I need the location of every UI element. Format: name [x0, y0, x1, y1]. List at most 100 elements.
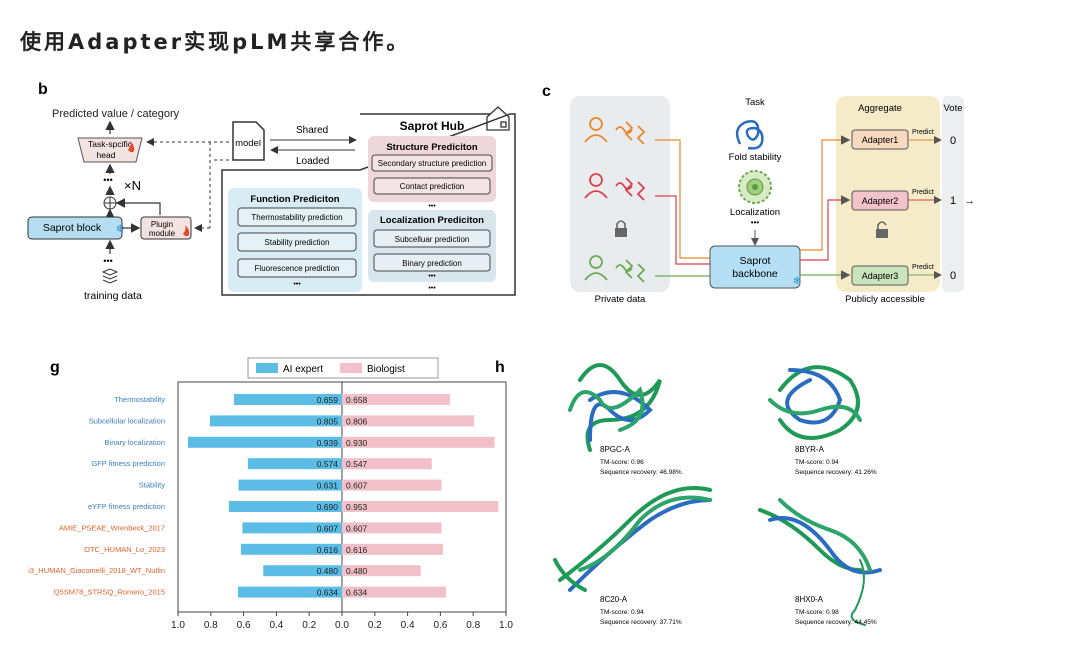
bar-ai-expert [238, 479, 342, 491]
aggregate-label: Aggregate [858, 103, 902, 114]
structure-item-label: Secondary structure prediction [378, 159, 487, 168]
function-title: Function Prediciton [250, 194, 339, 205]
protein-id: 8HX0-A [795, 595, 824, 604]
bar-ai-expert [242, 522, 342, 534]
function-item [237, 232, 357, 252]
legend-swatch-ai [256, 363, 278, 373]
fire-icon [183, 225, 190, 237]
private-data-label: Private data [595, 294, 646, 305]
home-icon [486, 106, 510, 131]
panel-b-letter: b [38, 81, 48, 98]
loaded-label: Loaded [296, 156, 329, 167]
private-data-area [570, 96, 670, 292]
vote-value: 0 [950, 135, 956, 147]
category-label: Stability [139, 481, 166, 490]
bar-ai-expert [238, 586, 342, 598]
plugin-line2: module [149, 229, 176, 238]
bar-biologist [342, 565, 421, 577]
snowflake-icon: ✻ [793, 276, 801, 287]
data-label-ai-expert: 0.616 [317, 545, 339, 555]
bar-ai-expert [233, 394, 342, 405]
data-label-ai-expert: 0.634 [317, 588, 339, 598]
fold-stability-label: Fold stability [729, 152, 782, 163]
data-label-ai-expert: 0.659 [317, 395, 339, 405]
saprot-block-label: Saprot block [43, 222, 102, 234]
structure-item [373, 177, 491, 195]
category-label: eYFP fitness prediction [88, 502, 165, 511]
protein-structure-8pgc [568, 363, 662, 452]
task-head-line2: head [97, 150, 116, 160]
vote-area [942, 96, 964, 292]
panel-g-letter: g [50, 359, 60, 376]
protein-recovery: Sequence recovery: 41.26% [795, 469, 877, 476]
protein-recovery: Sequence recovery: 44.45% [795, 619, 877, 626]
function-item [237, 258, 357, 278]
bar-biologist [342, 479, 442, 491]
panel-h-letter: h [495, 359, 505, 376]
structure-item [371, 154, 493, 172]
model-label: model [235, 138, 261, 149]
panel-c-letter: c [542, 83, 551, 100]
svg-text:•••: ••• [103, 175, 112, 185]
bar-biologist [342, 501, 499, 512]
localization-title: Localization Prediciton [380, 215, 484, 226]
protein-id: 8C20-A [600, 595, 628, 604]
ellipsis: ••• [428, 285, 436, 292]
panel-b: b Predicted value / category Task-spcifi… [27, 81, 516, 302]
data-label-ai-expert: 0.574 [317, 459, 339, 469]
data-label-biologist: 0.547 [346, 459, 368, 469]
localization-label: Localization [730, 207, 780, 218]
data-label-ai-expert: 0.607 [317, 523, 339, 533]
x-tick-label: 0.8 [204, 620, 218, 631]
protein-structure-8hx0 [758, 498, 882, 626]
svg-text:•••: ••• [103, 256, 112, 266]
backbone-line2: backbone [732, 268, 778, 280]
vote-value: 0 [950, 270, 956, 282]
task-head-box [77, 137, 143, 163]
structure-item-label: Contact prediction [400, 182, 464, 191]
data-label-ai-expert: 0.690 [317, 502, 339, 512]
bar-ai-expert [209, 415, 342, 427]
fold-stability-icon [735, 120, 764, 150]
x-tick-label: 1.0 [499, 620, 513, 631]
protein-recovery: Sequence recovery: 46.98% [600, 469, 682, 476]
structure-title: Structure Prediciton [386, 142, 478, 153]
localization-icon [738, 170, 772, 204]
ellipsis: ••• [428, 273, 436, 280]
x-tick-label: 0.6 [237, 620, 251, 631]
protein-id: 8PGC-A [600, 445, 630, 454]
bar-ai-expert [247, 458, 342, 470]
task-head-line1: Task-spcific [88, 139, 133, 149]
bar-biologist [342, 458, 432, 470]
predicted-label: Predicted value / category [52, 108, 180, 120]
protein-recovery: Sequence recovery: 37.71% [600, 619, 682, 626]
protein-tm: TM-score: 0.98 [795, 609, 839, 616]
layers-icon [101, 268, 119, 284]
plugin-module-box [140, 216, 192, 240]
saprot-backbone-box [709, 245, 801, 289]
protein-structure-8byr [768, 365, 862, 440]
protein-structure-8c20 [553, 486, 712, 592]
vote-label: Vote [943, 103, 962, 114]
task-label: Task [745, 97, 765, 108]
bar-biologist [342, 522, 442, 534]
publicly-accessible-label: Publicly accessible [845, 294, 925, 305]
data-label-ai-expert: 0.631 [317, 481, 339, 491]
snowflake-icon: ✻ [116, 224, 124, 235]
protein-tm: TM-score: 0.96 [600, 459, 644, 466]
x-tick-label: 0.6 [433, 620, 447, 631]
ellipsis: ••• [293, 281, 301, 288]
shared-label: Shared [296, 125, 328, 136]
localization-item-label: Binary prediction [402, 259, 462, 268]
x-tick-label: 0.2 [302, 620, 316, 631]
localization-item-label: Subcelluar prediction [395, 235, 470, 244]
bar-biologist [342, 394, 450, 405]
x-tick-label: 0.0 [335, 620, 349, 631]
bar-biologist [342, 436, 495, 448]
panel-c: c Aggregate Vote Task Private data Fold … [542, 83, 975, 305]
panel-h: 8PGC-A TM-score: 0.96 Sequence recovery:… [553, 363, 882, 626]
bar-biologist [342, 543, 444, 555]
user-icon-orange [584, 117, 608, 143]
data-label-biologist: 0.480 [346, 566, 368, 576]
predict-label: Predict [912, 264, 934, 271]
